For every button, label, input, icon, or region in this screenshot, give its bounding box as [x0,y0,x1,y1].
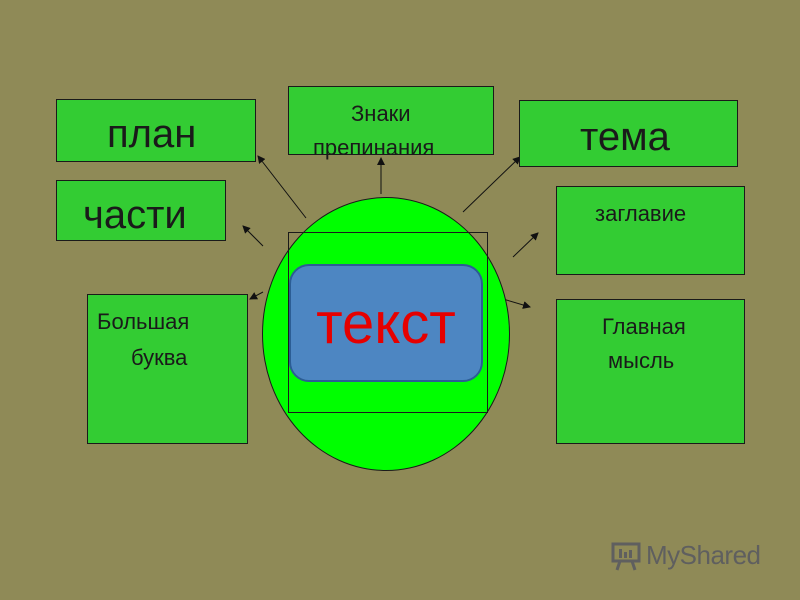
node-bolshaya: Большая буква [87,294,248,444]
node-plan-label: план [107,112,197,156]
node-znaki: Знаки препинания [288,86,494,160]
arrow-to-bolshaya [249,291,264,300]
arrow-to-tema [462,156,521,213]
arrow-to-zaglavie [512,232,539,258]
center-frame [288,232,488,413]
watermark-text: MyShared [646,539,761,570]
node-znaki-label-line1: Знаки [351,101,411,126]
node-glavnaya-label-line1: Главная [602,314,686,339]
node-plan: план [56,99,256,162]
center-label: текст [316,290,456,356]
node-chasti-label: части [83,193,187,237]
node-glavnaya-label-line2: мысль [608,348,675,373]
node-zaglavie: заглавие [556,186,745,275]
node-chasti: части [56,180,226,241]
presentation-icon [611,542,641,571]
node-zaglavie-label: заглавие [595,201,687,226]
node-tema: тема [519,100,738,167]
node-bolshaya-label-line1: Большая [97,309,190,334]
myshared-watermark: MyShared [610,537,761,573]
node-tema-label: тема [580,115,670,159]
arrow-to-plan [257,155,307,219]
node-znaki-label-line2: препинания [313,135,435,160]
arrow-to-glavnaya [502,298,531,309]
arrow-to-chasti [242,225,264,247]
node-glavnaya: Главная мысль [556,299,745,444]
node-bolshaya-label-line2: буква [131,345,188,370]
center-node: текст [289,264,483,382]
